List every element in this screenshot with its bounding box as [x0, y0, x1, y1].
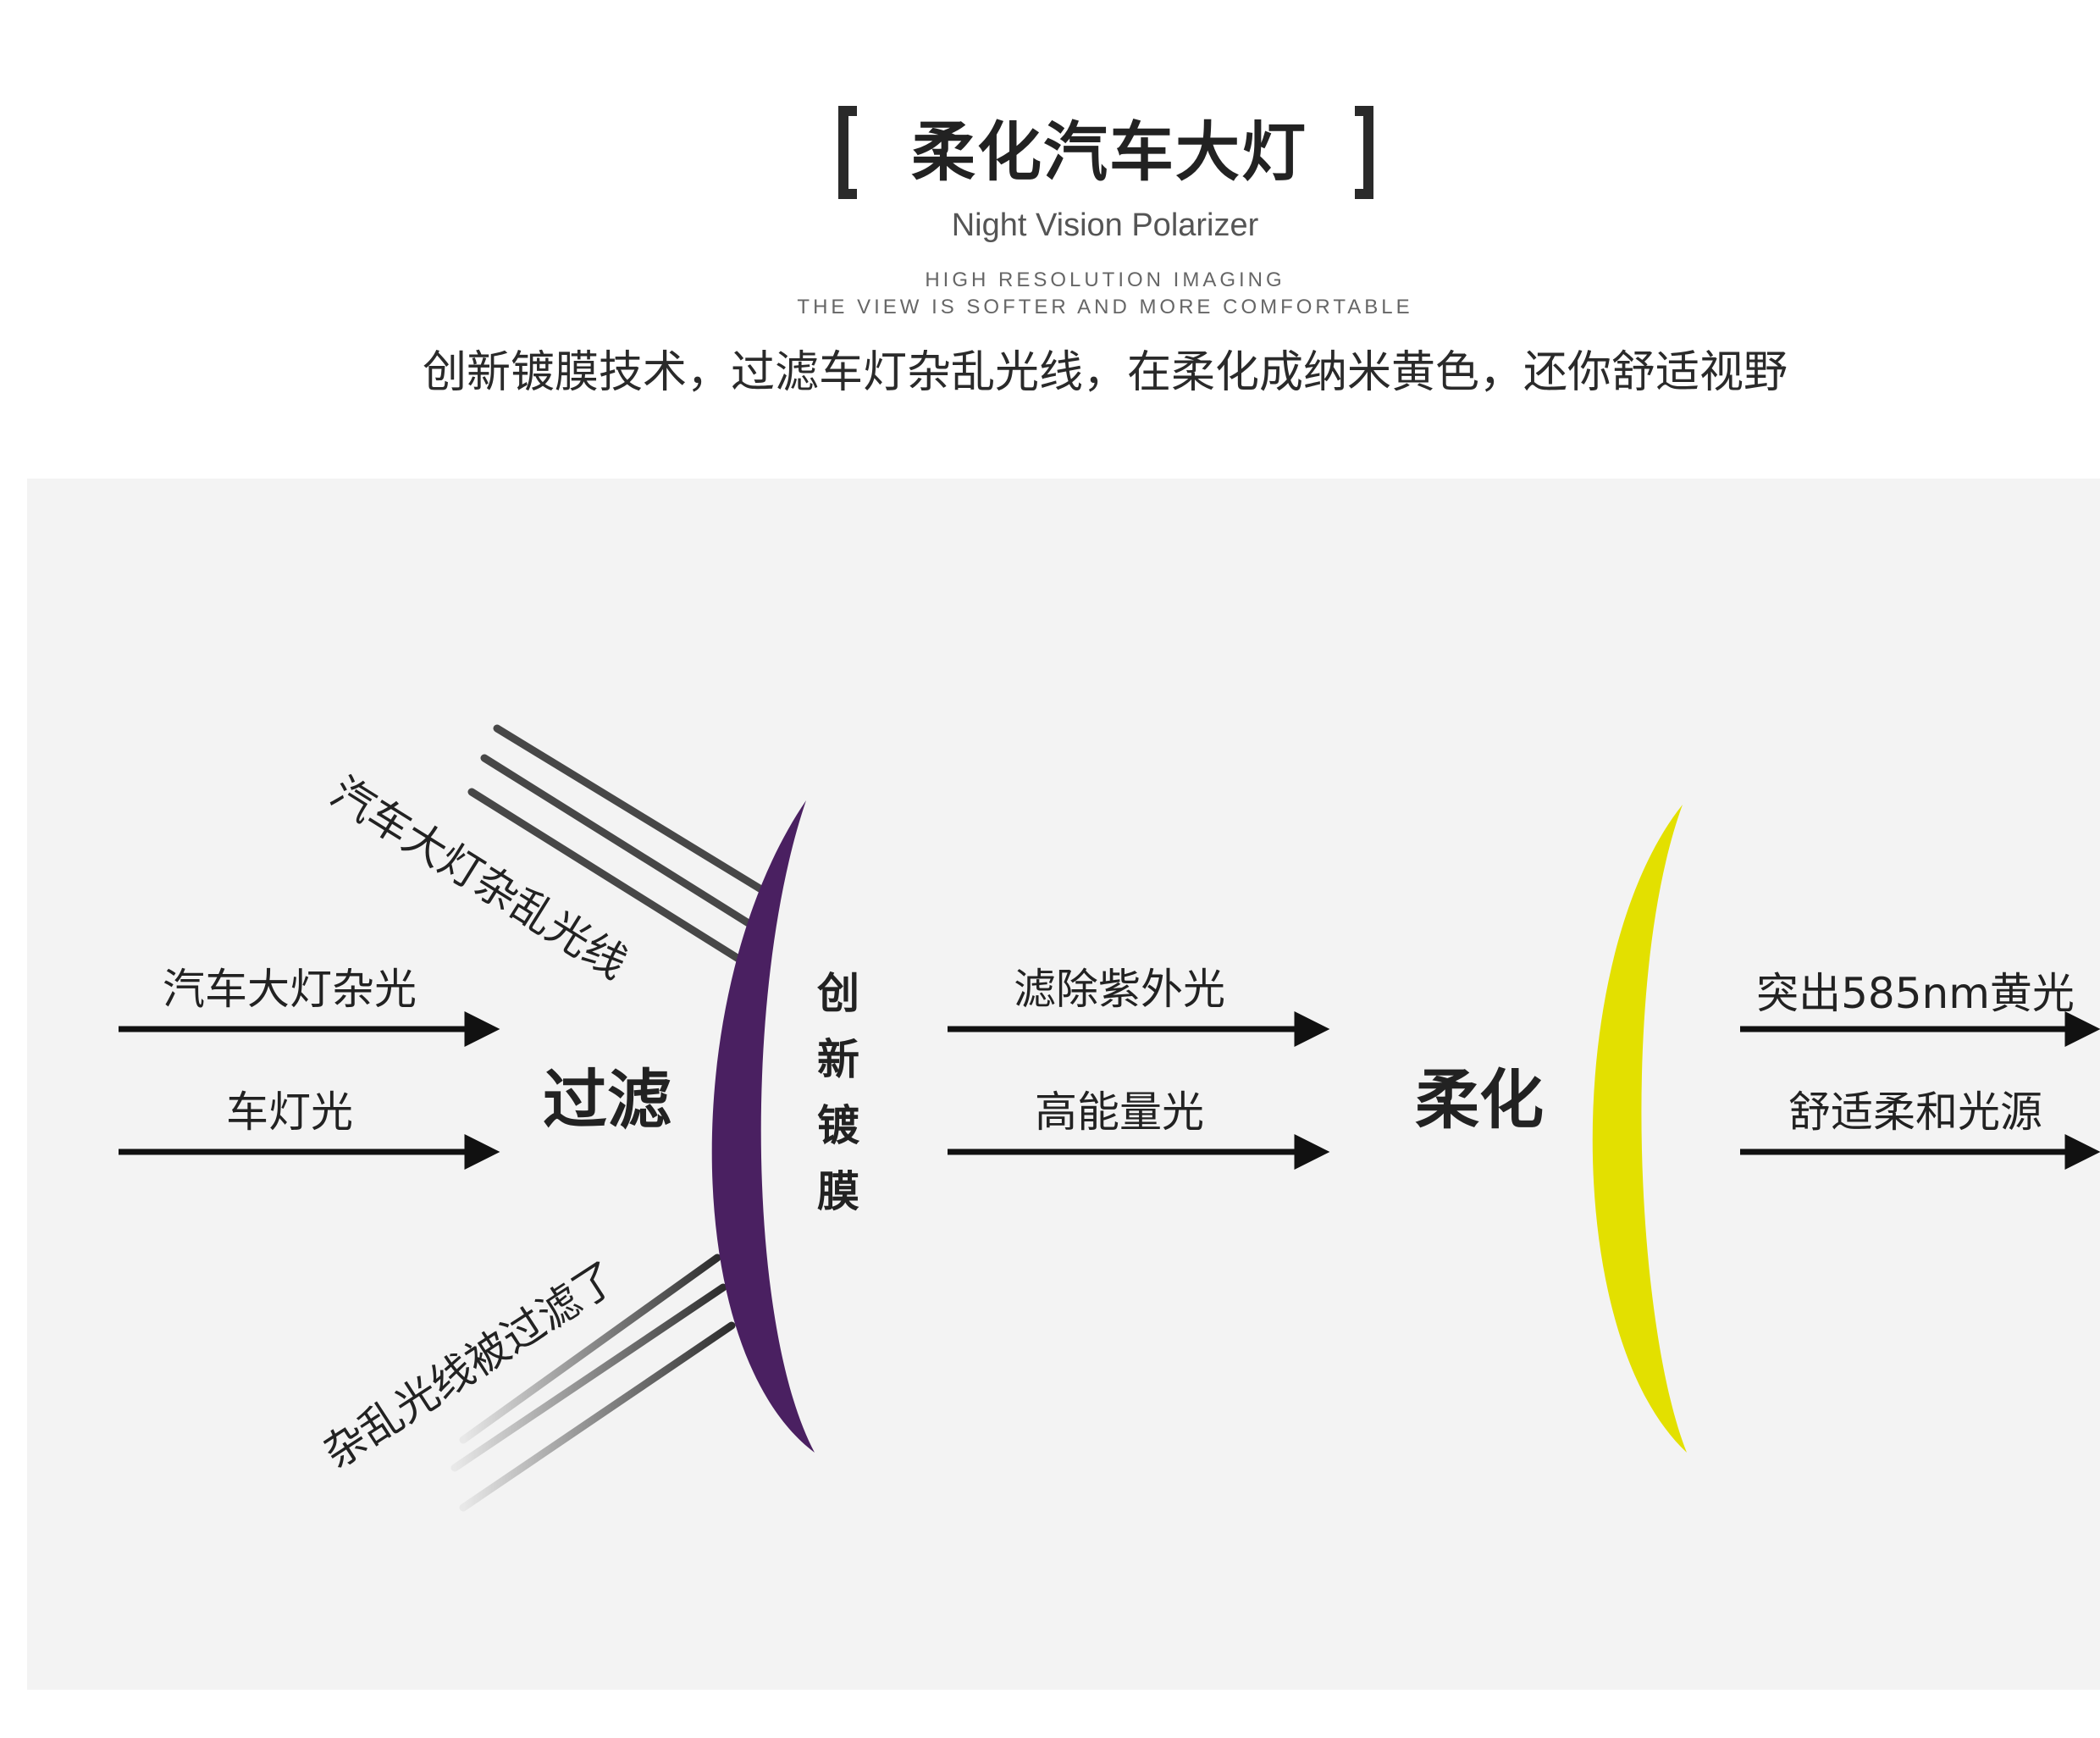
light-filter-diagram: 汽车大灯杂光 车灯光 汽车大灯杂乱光线 杂乱光线被过滤了 过滤 创 新 镀 膜 …: [27, 479, 2100, 1690]
tagline-1: HIGH RESOLUTION IMAGING: [0, 267, 2100, 294]
input-arrow-label-2: 车灯光: [226, 1088, 353, 1137]
filtered-light-label: 杂乱光线被过滤了: [315, 1253, 626, 1478]
output-arrow-label-1: 突出585nm黄光: [1756, 969, 2075, 1018]
coating-char-2: 新: [817, 1035, 859, 1084]
output-arrow-label-2: 舒适柔和光源: [1788, 1088, 2042, 1137]
coating-char-1: 创: [817, 969, 859, 1018]
page-title: 柔化汽车大灯: [872, 110, 1346, 195]
left-bracket: [838, 106, 857, 199]
coating-char-3: 镀: [817, 1101, 860, 1150]
tagline-2: THE VIEW IS SOFTER AND MORE COMFORTABLE: [0, 294, 2100, 321]
description: 创新镀膜技术，过滤车灯杂乱光线，在柔化成纳米黄色，还你舒适视野: [0, 339, 2100, 407]
right-bracket: [1355, 106, 1373, 199]
yellow-lens: [1593, 805, 1687, 1453]
filter-label: 过滤: [543, 1062, 671, 1137]
diagram-canvas: 汽车大灯杂光 车灯光 汽车大灯杂乱光线 杂乱光线被过滤了 过滤 创 新 镀 膜 …: [27, 479, 2100, 1690]
middle-arrow-label-1: 滤除紫外光: [1014, 965, 1225, 1014]
input-arrow-label-1: 汽车大灯杂光: [163, 965, 417, 1014]
coating-lens: [712, 800, 815, 1453]
soften-label: 柔化: [1415, 1062, 1544, 1137]
header: 柔化汽车大灯 Night Vision Polarizer HIGH RESOL…: [0, 0, 2100, 474]
coating-char-4: 膜: [817, 1167, 859, 1216]
english-subtitle: Night Vision Polarizer: [0, 202, 2100, 249]
middle-arrow-label-2: 高能量光: [1035, 1088, 1204, 1137]
stray-ray: [497, 728, 768, 894]
